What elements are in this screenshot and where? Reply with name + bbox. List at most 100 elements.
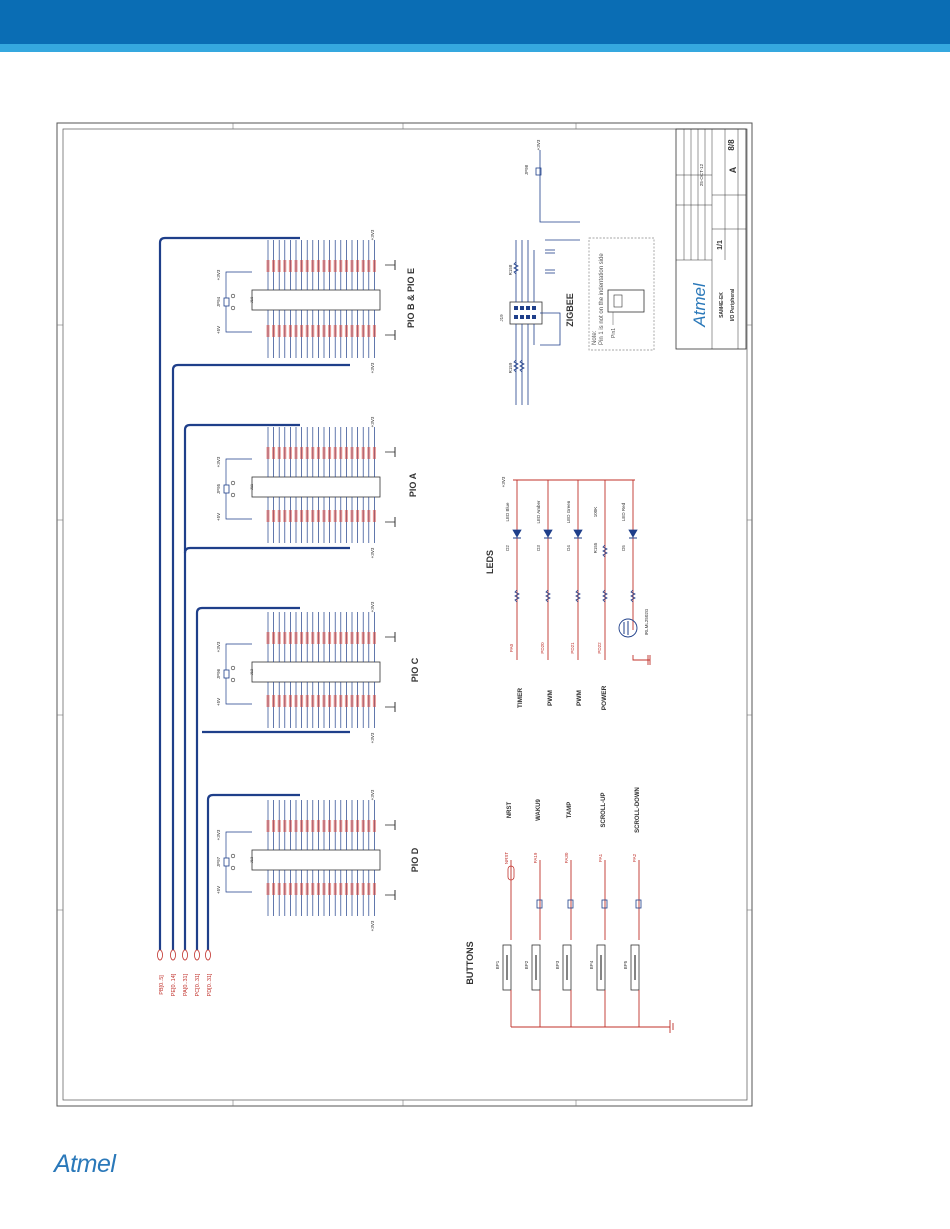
connector-ref: J13: [249, 856, 254, 863]
button-body: [531, 944, 541, 991]
net-label-mark-bottom: [367, 325, 371, 337]
button-jumper: [601, 899, 608, 909]
net-label-mark-top: [277, 447, 281, 459]
net-label-mark-top: [316, 820, 320, 832]
led-power: +3V3: [501, 476, 506, 487]
jumper-0: JP94+3V3+5V: [216, 269, 252, 334]
net-label-mark-bottom: [328, 325, 332, 337]
resistor: [575, 589, 581, 603]
net-label-mark-bottom: [300, 510, 304, 522]
net-label-mark-top: [333, 632, 337, 644]
button-body: [630, 944, 640, 991]
net-label-mark-bottom: [305, 695, 309, 707]
net-label-mark-top: [361, 260, 365, 272]
zigbee-connector: [509, 301, 543, 325]
button-jumper: [567, 899, 574, 909]
button-net: PA30: [564, 852, 569, 863]
sheet-border-outer: [56, 122, 753, 1107]
jumper-wire: [225, 866, 252, 893]
net-label-mark-bottom: [266, 695, 270, 707]
net-label-mark-bottom: [294, 325, 298, 337]
title-brand: Atmel: [690, 282, 709, 328]
jumper-power: +5V: [216, 698, 221, 706]
net-label-mark-bottom: [350, 883, 354, 895]
net-label-mark-bottom: [339, 883, 343, 895]
net-label-mark-top: [305, 447, 309, 459]
title-date: 25-OCT-12: [699, 163, 704, 186]
button-net: PA2: [632, 853, 637, 862]
jumper-pin: [230, 305, 236, 311]
net-label-mark-top: [322, 820, 326, 832]
led-func-power: POWER: [601, 685, 608, 710]
net-label-mark-bottom: [339, 325, 343, 337]
jumper-pin: [230, 865, 236, 871]
net-label-mark-bottom: [361, 510, 365, 522]
title-block: Atmel SAM4E-EK I/O Peripheral A 8/8 1/1 …: [675, 128, 747, 350]
net-label-mark-bottom: [288, 695, 292, 707]
net-label-mark-top: [311, 820, 315, 832]
button-label: SCROLL-UP: [601, 793, 607, 828]
net-label-mark-top: [272, 260, 276, 272]
resistor: [514, 589, 520, 603]
net-label-mark-top: [367, 632, 371, 644]
connector-body: [251, 849, 381, 871]
led-diode: [628, 529, 638, 538]
net-label-mark-top: [333, 820, 337, 832]
net-label-mark-bottom: [333, 510, 337, 522]
jumper-ref: JP97: [216, 856, 221, 867]
led-func-timer: TIMER: [517, 688, 524, 709]
net-label-mark-bottom: [356, 510, 360, 522]
button-label: TAMP: [567, 802, 573, 819]
net-label-mark-bottom: [367, 510, 371, 522]
button-label: NRST: [507, 802, 513, 819]
led-name: LED Green: [566, 500, 571, 523]
zigbee-block: J19 R158 R159 JP98 +3V3: [499, 139, 580, 405]
jumper-wire: [225, 831, 252, 858]
net-label-mark-top: [283, 447, 287, 459]
net-label-mark-top: [361, 632, 365, 644]
border-ticks: [57, 123, 752, 1106]
net-label-mark-top: [288, 820, 292, 832]
jumper-wire: [225, 306, 252, 333]
net-label-mark-bottom: [311, 883, 315, 895]
connector-body: [251, 289, 381, 311]
net-label-mark-top: [266, 260, 270, 272]
zigbee-pins: [514, 306, 536, 319]
jumper-ref: JP96: [216, 668, 221, 679]
net-label-mark-top: [300, 820, 304, 832]
net-label-mark-top: [294, 632, 298, 644]
net-label-mark-top: [288, 447, 292, 459]
jumper-3: JP97+3V3+5V: [216, 829, 252, 894]
zigbee-wires: [515, 150, 580, 405]
net-label-mark-top: [311, 632, 315, 644]
title-board: SAM4E-EK: [719, 292, 725, 318]
button-ref: BP1: [495, 960, 500, 969]
net-label-mark-top: [322, 260, 326, 272]
note-connector-drawing: [607, 289, 645, 313]
net-label-mark-top: [272, 447, 276, 459]
net-label-mark-bottom: [344, 325, 348, 337]
net-label-mark-bottom: [333, 325, 337, 337]
net-label-mark-top: [328, 820, 332, 832]
note-connector-key: [613, 294, 623, 308]
bus-labels: PB[0..5] PE[0..14] PA[0..31] PC[0..31] P…: [159, 973, 213, 996]
button-ground-bus: [511, 1020, 674, 1033]
led-name: 100K: [593, 507, 598, 518]
connector-body: [251, 476, 381, 498]
net-label-mark-bottom: [328, 883, 332, 895]
net-label-mark-bottom: [288, 883, 292, 895]
net-label-mark-top: [356, 447, 360, 459]
net-label-mark-top: [344, 260, 348, 272]
zigbee-power: +3V3: [536, 139, 541, 150]
net-label-mark-bottom: [344, 695, 348, 707]
net-label-mark-bottom: [322, 883, 326, 895]
note-line1: Note:: [592, 330, 598, 345]
net-label-mark-bottom: [356, 325, 360, 337]
power-label: +3V3: [370, 920, 375, 931]
jumper-ref: JP94: [216, 296, 221, 307]
net-label-mark-top: [266, 820, 270, 832]
